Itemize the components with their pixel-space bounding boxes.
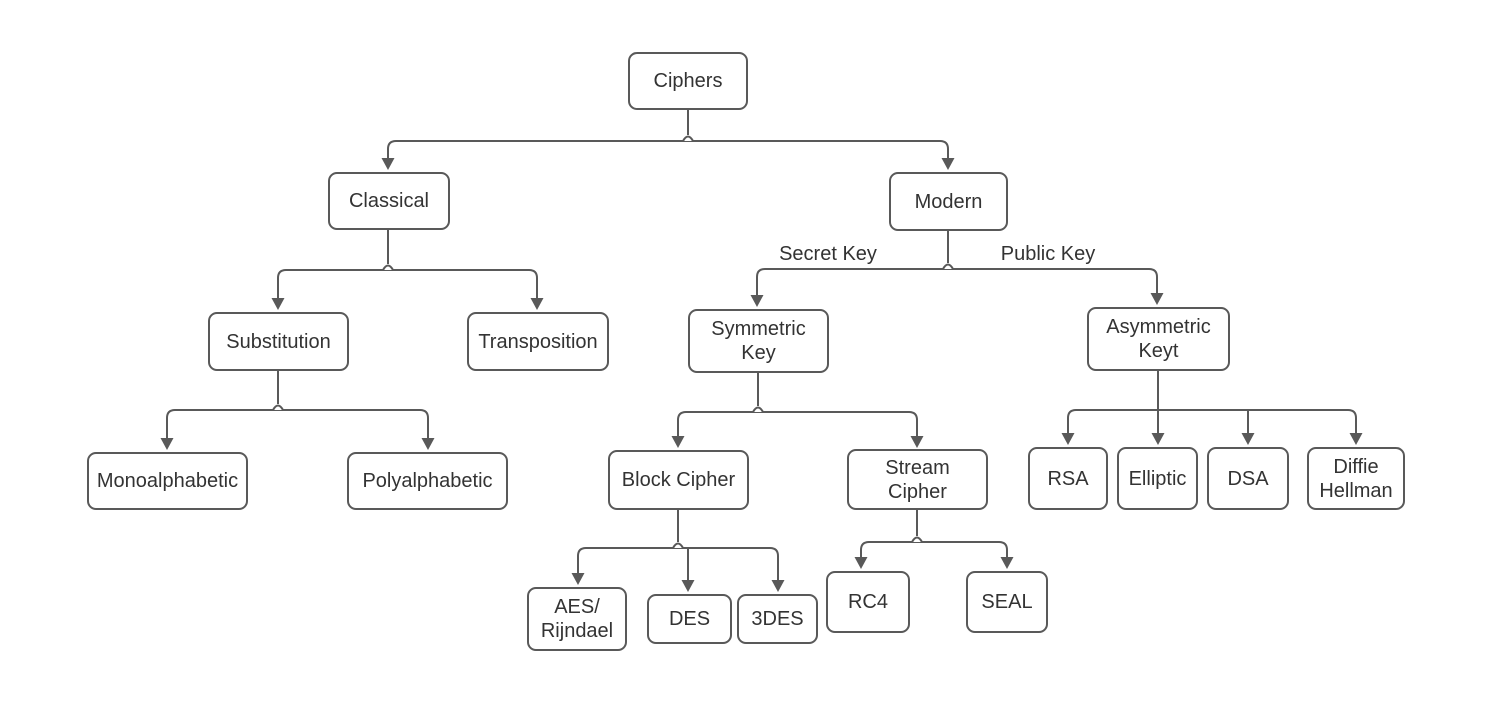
arrowhead-block-cipher — [671, 436, 685, 448]
node-3des: 3DES — [737, 594, 818, 644]
node-symmetric-key-label: Symmetric Key — [711, 318, 806, 364]
node-diffie-hellman-label: Diffie Hellman — [1319, 455, 1393, 502]
junction-bump — [272, 404, 284, 411]
arrowhead-monoalphabetic — [160, 438, 174, 450]
node-ciphers: Ciphers — [628, 52, 748, 110]
node-asymmetric-key: Asymmetric Keyt — [1087, 307, 1230, 371]
arrowhead-modern — [941, 158, 955, 170]
node-diffie-hellman: Diffie Hellman — [1307, 447, 1405, 510]
node-dsa: DSA — [1207, 447, 1289, 510]
edge-symmetric-rail — [677, 411, 918, 436]
node-polyalphabetic-label: Polyalphabetic — [362, 470, 493, 492]
node-rc4-label: RC4 — [847, 591, 888, 613]
edge-modern-rail — [756, 268, 1158, 295]
node-asymmetric-key-label: Asymmetric Keyt — [1106, 316, 1211, 362]
node-classical-label: Classical — [348, 190, 430, 212]
node-modern: Modern — [889, 172, 1008, 231]
node-block-cipher-label: Block Cipher — [621, 469, 736, 491]
node-substitution: Substitution — [208, 312, 349, 371]
junction-bump — [682, 135, 694, 142]
junction-bump — [672, 542, 684, 549]
node-des: DES — [647, 594, 732, 644]
arrowhead-polyalphabetic — [421, 438, 435, 450]
edge-asymmetric-rail — [1067, 409, 1357, 433]
node-substitution-label: Substitution — [226, 330, 331, 353]
edge-block-rail — [577, 547, 779, 580]
node-rsa: RSA — [1028, 447, 1108, 510]
arrowhead-des — [681, 580, 695, 592]
node-monoalphabetic-label: Monoalphabetic — [96, 470, 239, 492]
node-transposition-label: Transposition — [478, 330, 598, 353]
arrowhead-aes — [571, 573, 585, 585]
arrowhead-seal — [1000, 557, 1014, 569]
arrowhead-rc4 — [854, 557, 868, 569]
node-3des-label: 3DES — [751, 608, 804, 630]
arrowhead-rsa — [1061, 433, 1075, 445]
node-modern-label: Modern — [914, 190, 983, 213]
junction-bump — [911, 536, 923, 543]
edge-substitution-rail — [166, 409, 429, 438]
edge-ciphers-rail — [387, 140, 949, 158]
node-symmetric-key: Symmetric Key — [688, 309, 829, 373]
node-elliptic: Elliptic — [1117, 447, 1198, 510]
arrowhead-dsa — [1241, 433, 1255, 445]
node-ciphers-label: Ciphers — [653, 70, 723, 92]
node-seal-label: SEAL — [981, 591, 1033, 613]
node-rc4: RC4 — [826, 571, 910, 633]
arrowhead-asymmetric-key — [1150, 293, 1164, 305]
junction-bump — [382, 264, 394, 271]
node-aes-rijndael: AES/ Rijndael — [527, 587, 627, 651]
edge-label-secret-key: Secret Key — [779, 243, 877, 265]
node-elliptic-label: Elliptic — [1128, 467, 1187, 490]
edge-classical-rail — [277, 269, 538, 298]
arrowhead-transposition — [530, 298, 544, 310]
arrowhead-substitution — [271, 298, 285, 310]
node-dsa-label: DSA — [1227, 467, 1269, 490]
arrowhead-symmetric-key — [750, 295, 764, 307]
junction-bump — [752, 406, 764, 413]
node-seal: SEAL — [966, 571, 1048, 633]
edge-stream-rail — [860, 541, 1008, 557]
node-stream-cipher: Stream Cipher — [847, 449, 988, 510]
arrowhead-classical — [381, 158, 395, 170]
node-block-cipher: Block Cipher — [608, 450, 749, 510]
node-polyalphabetic: Polyalphabetic — [347, 452, 508, 510]
node-des-label: DES — [668, 608, 711, 630]
node-rsa-label: RSA — [1047, 467, 1089, 490]
node-monoalphabetic: Monoalphabetic — [87, 452, 248, 510]
node-classical: Classical — [328, 172, 450, 230]
arrowhead-diffie-hellman — [1349, 433, 1363, 445]
node-aes-rijndael-label: AES/ Rijndael — [540, 596, 614, 642]
junction-bump — [942, 263, 954, 270]
node-stream-cipher-label: Stream Cipher — [885, 456, 950, 503]
edge-label-public-key: Public Key — [1000, 243, 1096, 265]
arrowhead-3des — [771, 580, 785, 592]
arrowhead-stream-cipher — [910, 436, 924, 448]
arrowhead-elliptic — [1151, 433, 1165, 445]
node-transposition: Transposition — [467, 312, 609, 371]
